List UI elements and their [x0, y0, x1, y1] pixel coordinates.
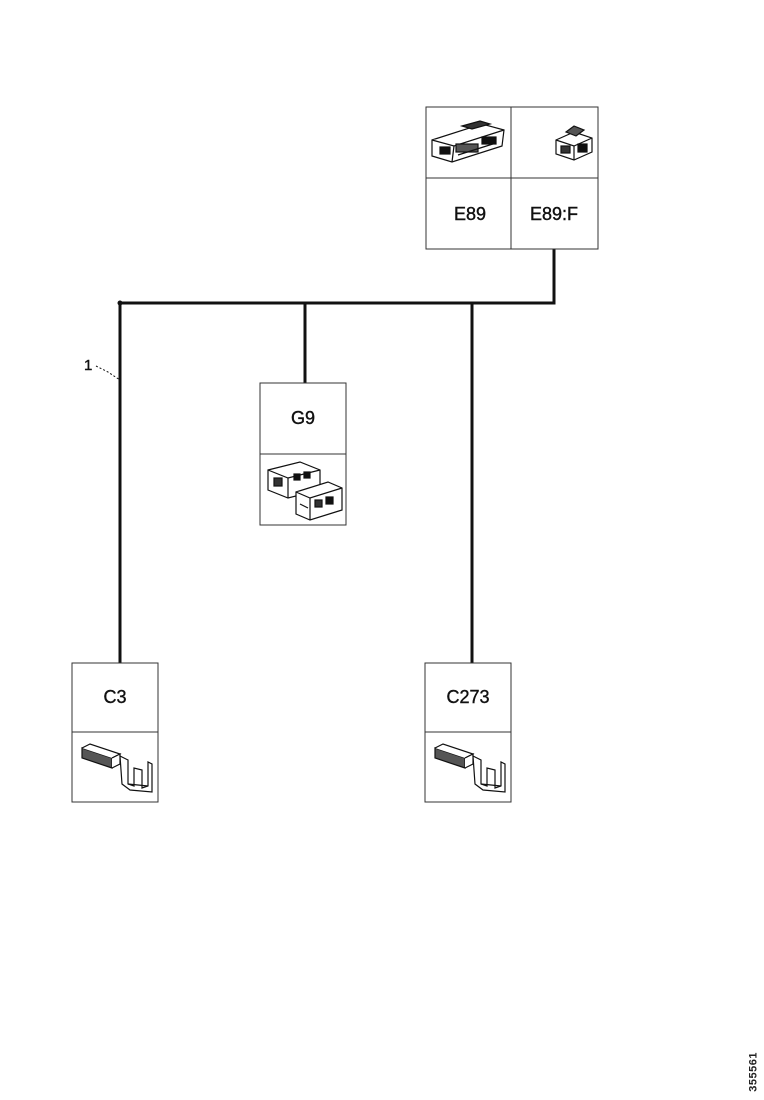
multi-pin-connector-icon	[267, 461, 343, 521]
callout-1-label: 1	[84, 357, 92, 374]
terminal-clip-icon	[81, 743, 153, 793]
e89f-label: E89:F	[530, 204, 578, 224]
connector-block-c273: C273	[424, 662, 512, 803]
wire-e89f-to-bus	[118, 248, 556, 305]
connector-housing-icon	[555, 125, 593, 161]
callout-1: 1	[84, 357, 121, 381]
callout-1-leader	[95, 365, 121, 381]
e89-label: E89	[454, 204, 486, 224]
bus-end-dot	[117, 300, 123, 306]
reference-id: 355561	[748, 1052, 760, 1092]
c3-label: C3	[103, 687, 126, 707]
terminal-clip-icon	[434, 743, 506, 793]
connector-block-e89: E89 E89:F	[425, 106, 599, 250]
wiring-harness	[118, 248, 556, 665]
g9-label: G9	[291, 408, 315, 428]
connector-block-g9: G9	[259, 382, 347, 526]
connector-block-c3: C3	[71, 662, 159, 803]
c273-label: C273	[446, 687, 489, 707]
ecu-module-connector-icon	[431, 120, 505, 163]
